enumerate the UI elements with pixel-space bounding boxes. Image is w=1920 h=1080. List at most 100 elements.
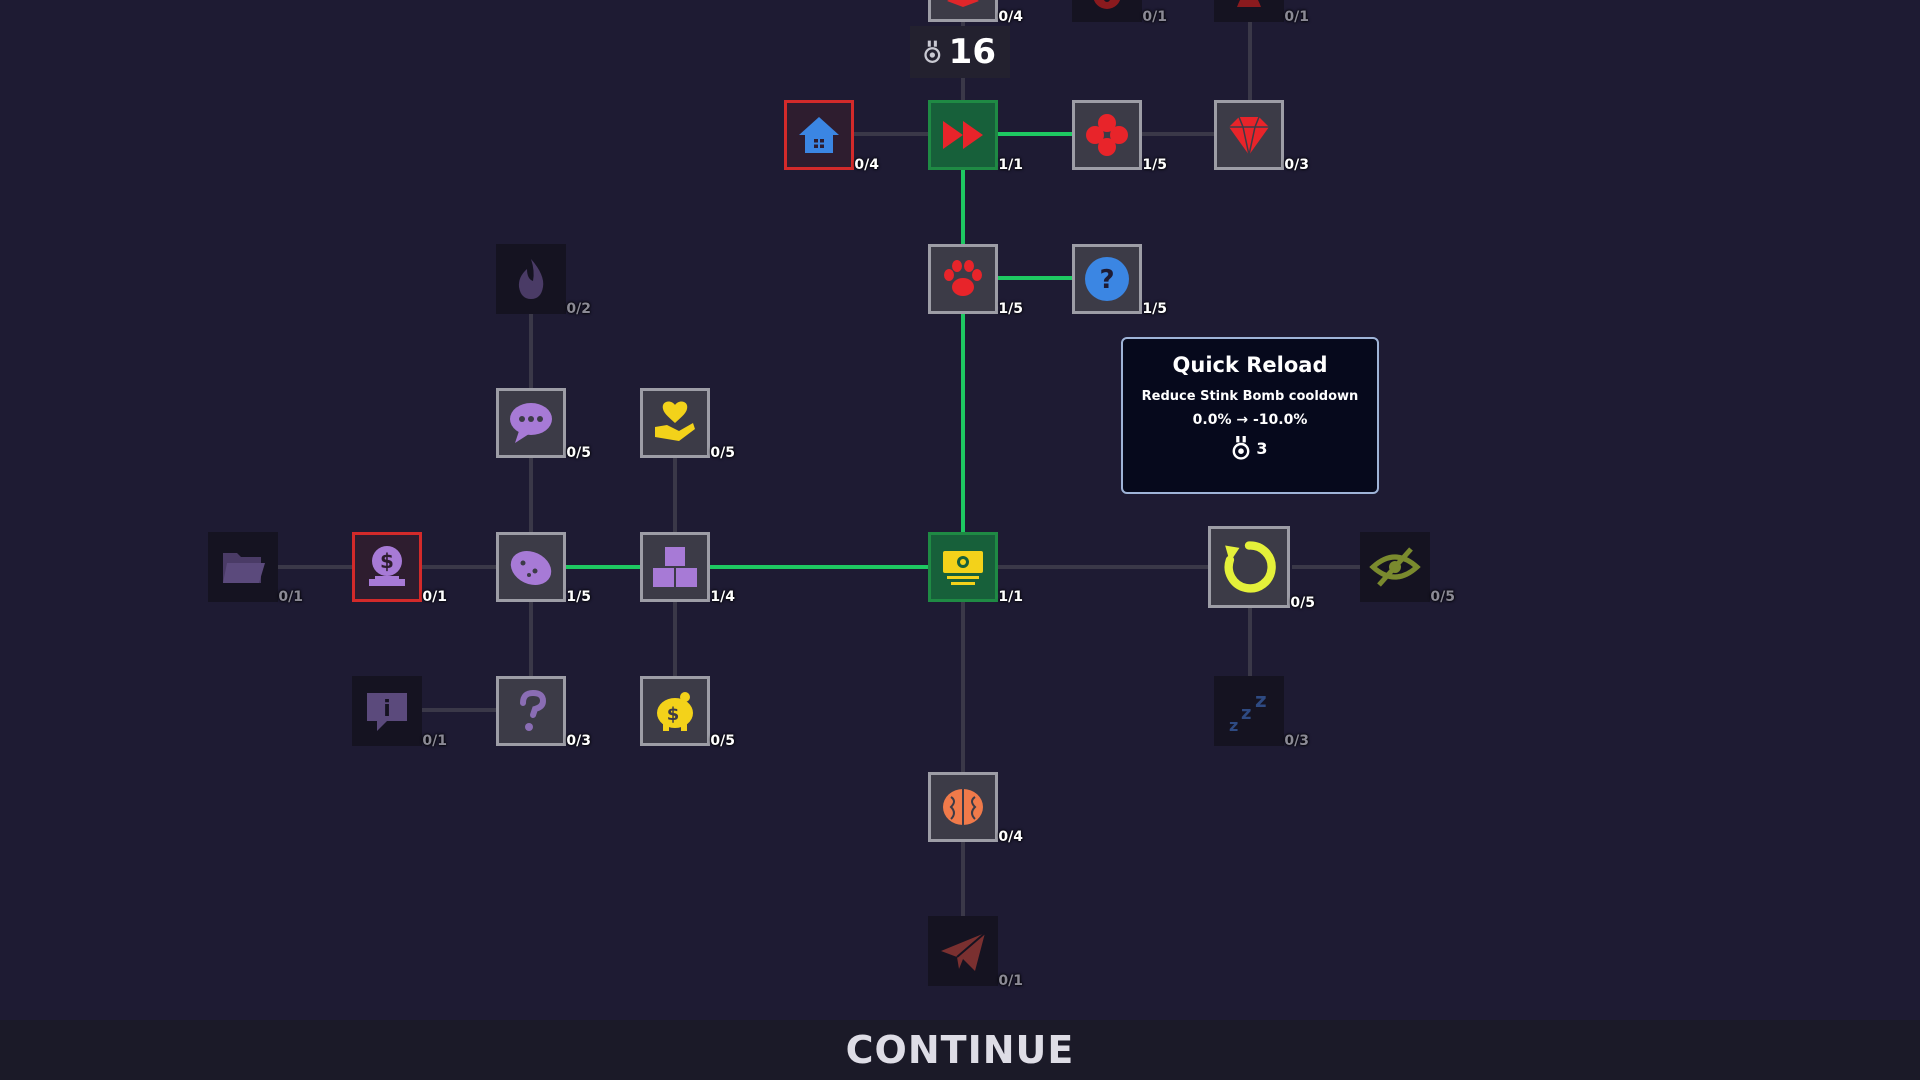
tree-connector xyxy=(422,565,496,569)
tree-connector xyxy=(1248,608,1252,676)
skill-node-eye-slash[interactable]: 0/5 xyxy=(1360,532,1455,605)
skill-level-count: 0/1 xyxy=(422,589,447,605)
skill-level-count: 0/4 xyxy=(998,9,1023,25)
skill-node-potato[interactable]: 1/5 xyxy=(496,532,591,605)
skill-node-reload[interactable]: 0/5 xyxy=(1208,526,1315,611)
skill-node-boxes[interactable]: 1/4 xyxy=(640,532,735,605)
skill-node-clover[interactable]: 1/5 xyxy=(1072,100,1167,173)
paper-plane-icon xyxy=(941,932,986,971)
red-partial-icon xyxy=(947,0,979,7)
red-partial-icon xyxy=(1093,0,1121,9)
skill-level-count: 0/3 xyxy=(1284,733,1309,749)
skill-node-top-partial[interactable]: 0/1 xyxy=(1214,0,1309,25)
skill-node-hand-question[interactable]: 0/3 xyxy=(496,676,591,749)
svg-text:z: z xyxy=(1229,716,1238,735)
skill-node-gem[interactable]: 0/3 xyxy=(1214,100,1309,173)
gem-icon xyxy=(1229,116,1269,156)
skill-level-count: 0/1 xyxy=(1142,9,1167,25)
skill-node-coin-slot[interactable]: $ 0/1 xyxy=(352,532,447,605)
skill-node-info[interactable]: i 0/1 xyxy=(352,676,447,749)
skill-node-question[interactable]: ? 1/5 xyxy=(1072,244,1167,317)
skill-node-brain[interactable]: 0/4 xyxy=(928,772,1023,845)
tree-connector xyxy=(1142,132,1216,136)
tooltip-description: Reduce Stink Bomb cooldown xyxy=(1141,389,1359,404)
svg-text:$: $ xyxy=(667,704,680,725)
tooltip-cost-value: 3 xyxy=(1256,438,1268,458)
tree-connector xyxy=(422,708,496,712)
potato-icon xyxy=(510,550,552,586)
tree-connector xyxy=(961,842,965,916)
skill-level-count: 1/1 xyxy=(998,589,1023,605)
skill-node-chat[interactable]: 0/5 xyxy=(496,388,591,461)
skill-level-count: 0/5 xyxy=(1430,589,1455,605)
skill-node-plane[interactable]: 0/1 xyxy=(928,916,1023,989)
svg-text:$: $ xyxy=(380,549,394,573)
tree-connector xyxy=(529,458,533,532)
medal-icon xyxy=(924,40,941,63)
red-partial-icon xyxy=(1237,0,1261,7)
tree-connector xyxy=(673,458,677,532)
skill-level-count: 0/3 xyxy=(1284,157,1309,173)
skill-node-piggy[interactable]: $ 0/5 xyxy=(640,676,735,749)
skill-node-cash[interactable]: 1/1 xyxy=(928,532,1023,605)
skill-node-fast-forward[interactable]: 1/1 xyxy=(928,100,1023,173)
folder-icon xyxy=(223,553,265,583)
continue-label: CONTINUE xyxy=(845,1028,1075,1072)
skill-node-sleep[interactable]: z z z 0/3 xyxy=(1214,676,1309,749)
skill-level-count: 0/2 xyxy=(566,301,591,317)
svg-text:z: z xyxy=(1241,703,1251,724)
skill-level-count: 1/5 xyxy=(1142,157,1167,173)
skill-level-count: 0/5 xyxy=(710,733,735,749)
question-icon: ? xyxy=(1085,257,1129,301)
skill-points-value: 16 xyxy=(948,32,996,72)
svg-text:z: z xyxy=(1255,688,1267,712)
skill-level-count: 1/5 xyxy=(998,301,1023,317)
skill-level-count: 0/5 xyxy=(710,445,735,461)
tooltip-value: 0.0% → -10.0% xyxy=(1192,412,1308,428)
tree-connector-active xyxy=(998,276,1072,280)
clover-icon xyxy=(1086,114,1128,156)
skill-level-count: 1/5 xyxy=(1142,301,1167,317)
reload-icon xyxy=(1224,541,1276,593)
skill-level-count: 1/5 xyxy=(566,589,591,605)
fast-forward-icon xyxy=(943,121,983,149)
tree-connector-active xyxy=(998,132,1072,136)
cash-icon xyxy=(943,551,983,585)
tree-connector-active xyxy=(710,565,928,569)
sleep-icon: z z z xyxy=(1229,688,1267,735)
skill-level-count: 0/3 xyxy=(566,733,591,749)
tree-connector xyxy=(278,565,352,569)
brain-icon xyxy=(943,789,983,825)
svg-text:i: i xyxy=(383,697,391,722)
tree-connector-active xyxy=(566,565,640,569)
chat-bubble-icon xyxy=(510,403,552,443)
skill-node-top-partial[interactable]: 0/1 xyxy=(1072,0,1167,25)
continue-button[interactable]: CONTINUE xyxy=(0,1020,1920,1080)
tree-connector-active xyxy=(961,170,965,244)
skill-node-folder[interactable]: 0/1 xyxy=(208,532,303,605)
info-icon: i xyxy=(367,693,407,731)
skill-node-paw[interactable]: 1/5 xyxy=(928,244,1023,317)
coin-slot-icon: $ xyxy=(369,546,405,586)
skill-level-count: 0/5 xyxy=(566,445,591,461)
tree-connector-active xyxy=(961,314,965,532)
skill-level-count: 1/4 xyxy=(710,589,735,605)
tree-connector xyxy=(1292,565,1360,569)
paw-icon xyxy=(944,260,982,296)
eye-slash-icon xyxy=(1369,547,1421,587)
skill-node-fire[interactable]: 0/2 xyxy=(496,244,591,317)
skill-node-heart-hand[interactable]: 0/5 xyxy=(640,388,735,461)
skill-node-house[interactable]: 0/4 xyxy=(784,100,879,173)
skill-node-top-partial[interactable]: 0/4 xyxy=(928,0,1023,25)
medal-icon xyxy=(1233,436,1250,460)
skill-level-count: 0/1 xyxy=(1284,9,1309,25)
skill-level-count: 0/4 xyxy=(854,157,879,173)
tooltip-cost: 3 xyxy=(1123,436,1377,460)
skill-level-count: 0/1 xyxy=(998,973,1023,989)
skill-level-count: 0/5 xyxy=(1290,595,1315,611)
skill-level-count: 0/4 xyxy=(998,829,1023,845)
tree-connector xyxy=(854,132,928,136)
fire-icon xyxy=(518,259,544,299)
skill-tooltip: Quick Reload Reduce Stink Bomb cooldown … xyxy=(1121,337,1379,494)
